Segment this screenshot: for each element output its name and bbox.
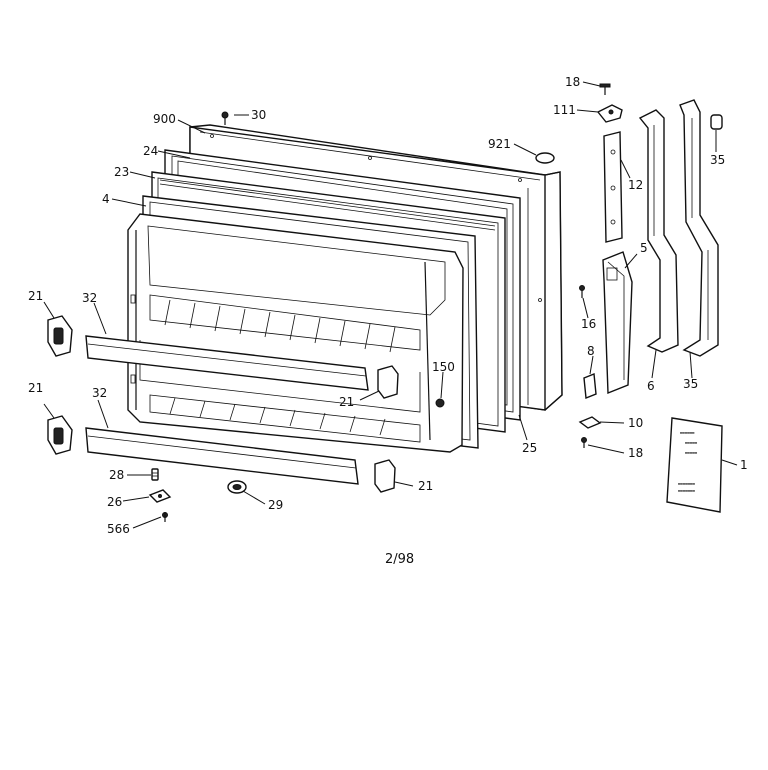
hinge-pin-10 [578, 416, 602, 429]
door-handle-35 [679, 99, 719, 357]
label-111: 111 [553, 103, 576, 117]
label-10: 10 [628, 416, 643, 430]
label-4: 4 [102, 192, 110, 206]
label-25: 25 [522, 441, 537, 455]
hinge-cap-35 [710, 114, 723, 130]
bracket-26 [148, 489, 172, 503]
label-16: 16 [581, 317, 596, 331]
label-921: 921 [488, 137, 511, 151]
label-566: 566 [107, 522, 130, 536]
handle-bracket-5 [602, 251, 633, 395]
label-32-lower: 32 [92, 386, 107, 400]
instruction-booklet-1: ▬▬▬▬▬▬ ▬▬▬▬▬ ▬▬▬▬▬ ▬▬▬▬▬▬▬ ▬▬▬▬▬▬▬ [666, 417, 723, 513]
plug-921 [535, 152, 555, 164]
bumper-29 [227, 480, 247, 494]
shelf-end-cap-right-upper [377, 365, 399, 399]
svg-text:▬▬▬▬▬▬: ▬▬▬▬▬▬ [680, 430, 695, 435]
screw-566 [162, 512, 168, 522]
label-29: 29 [268, 498, 283, 512]
label-32-upper: 32 [82, 291, 97, 305]
hinge-bracket-111 [596, 104, 623, 123]
shelf-end-cap-left-upper [47, 315, 73, 357]
label-24: 24 [143, 144, 158, 158]
label-150: 150 [432, 360, 455, 374]
label-6: 6 [647, 379, 655, 393]
leader-lines [43, 81, 738, 529]
svg-text:▬▬▬▬▬▬▬: ▬▬▬▬▬▬▬ [678, 488, 695, 493]
label-30: 30 [251, 108, 266, 122]
label-21-left-upper: 21 [28, 289, 43, 303]
lower-shelf-ribs [149, 394, 421, 443]
label-23: 23 [114, 165, 129, 179]
label-18-top: 18 [565, 75, 580, 89]
label-26: 26 [107, 495, 122, 509]
lower-shelf-bar [85, 427, 359, 485]
upper-shelf-ribs [149, 294, 421, 353]
label-1: 1 [740, 458, 748, 472]
label-8: 8 [587, 344, 595, 358]
shelf-end-cap-left-lower [47, 415, 73, 455]
label-21-right-lower: 21 [418, 479, 433, 493]
label-12: 12 [628, 178, 643, 192]
screw-18-top [599, 83, 611, 95]
screw-18-bottom [581, 437, 587, 448]
screw-28 [151, 468, 159, 481]
screw-150 [435, 398, 445, 408]
label-35-bottom: 35 [683, 377, 698, 391]
mounting-plate-12 [603, 131, 623, 243]
shelf-end-cap-right-lower [374, 459, 396, 493]
label-21-right-upper: 21 [339, 395, 354, 409]
label-21-left-lower: 21 [28, 381, 43, 395]
label-35-top: 35 [710, 153, 725, 167]
screw-16 [579, 285, 585, 298]
callout-labels: 18 111 35 30 900 921 24 12 23 4 5 21 32 … [28, 75, 748, 536]
upper-shelf-bar [85, 335, 369, 391]
clip-8 [583, 373, 597, 399]
footer-code: 2/98 [385, 552, 414, 567]
svg-text:▬▬▬▬▬: ▬▬▬▬▬ [685, 440, 698, 445]
label-28: 28 [109, 468, 124, 482]
label-900: 900 [153, 112, 176, 126]
door-handle-6 [638, 109, 679, 353]
svg-text:▬▬▬▬▬: ▬▬▬▬▬ [685, 450, 698, 455]
label-18-bottom: 18 [628, 446, 643, 460]
label-5: 5 [640, 241, 648, 255]
screw-30 [221, 111, 229, 125]
inner-door-liner [127, 213, 464, 453]
svg-text:▬▬▬▬▬▬▬: ▬▬▬▬▬▬▬ [678, 481, 695, 486]
